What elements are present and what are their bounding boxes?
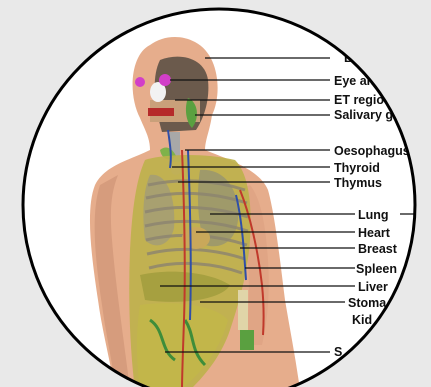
mouth-region	[148, 108, 174, 116]
eye-left-icon	[135, 77, 145, 87]
label-stomach: Stoma	[348, 296, 387, 310]
label-lung: Lung	[358, 208, 389, 222]
wrist	[240, 330, 254, 350]
heart	[182, 227, 210, 249]
label-breast: Breast	[358, 242, 398, 256]
label-liver: Liver	[358, 280, 388, 294]
label-eye: Eye and l	[334, 74, 389, 88]
forearm-bone	[238, 290, 248, 330]
label-salivary: Salivary glan	[334, 108, 411, 122]
label-et-region: ET regio	[334, 93, 384, 107]
label-heart: Heart	[358, 226, 391, 240]
label-kidney: Kid	[352, 313, 372, 327]
label-thyroid: Thyroid	[334, 161, 380, 175]
label-spleen: Spleen	[356, 262, 397, 276]
label-oesophagus: Oesophagus	[334, 144, 410, 158]
label-thymus: Thymus	[334, 176, 382, 190]
eye-right-icon	[159, 74, 171, 86]
